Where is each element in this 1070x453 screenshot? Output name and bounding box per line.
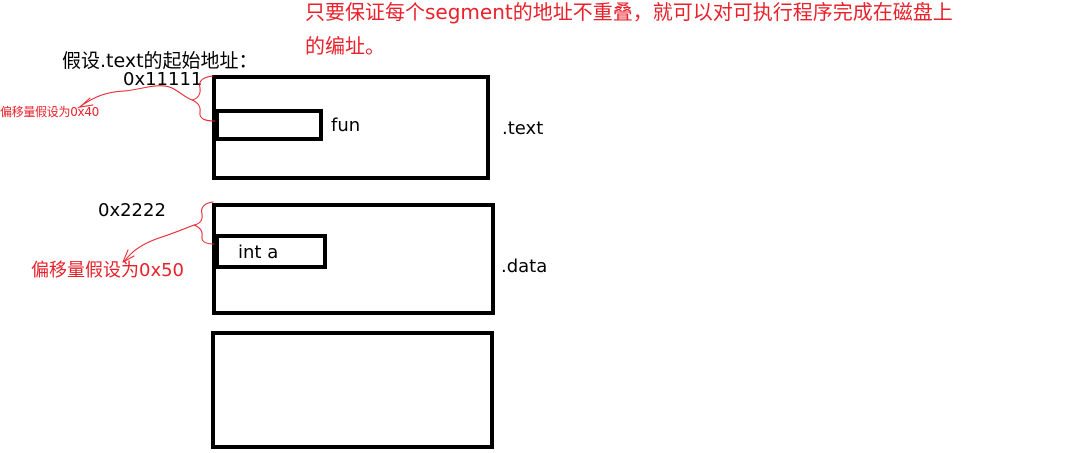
fun-symbol-box	[215, 109, 323, 141]
data-offset-note: 偏移量假设为0x50	[31, 260, 185, 281]
data-offset-arrow	[123, 224, 195, 263]
text-offset-note: 偏移量假设为0x40	[0, 105, 100, 119]
data-section-label: .data	[501, 256, 548, 277]
empty-segment-box	[211, 331, 494, 449]
text-segment-box	[212, 75, 490, 180]
text-address: 0x11111	[123, 69, 203, 90]
int-a-symbol-label: int a	[238, 242, 279, 263]
data-offset-brace	[193, 201, 215, 245]
text-section-label: .text	[502, 118, 544, 139]
note-line-2: 的编址。	[305, 34, 385, 58]
text-start-label: 假设.text的起始地址：	[62, 50, 258, 72]
int-a-symbol-box	[215, 234, 327, 269]
fun-symbol-label: fun	[331, 115, 361, 136]
note-line-1: 只要保证每个segment的地址不重叠，就可以对可执行程序完成在磁盘上	[305, 0, 953, 24]
data-segment-box	[212, 203, 495, 315]
data-address: 0x2222	[98, 200, 166, 221]
